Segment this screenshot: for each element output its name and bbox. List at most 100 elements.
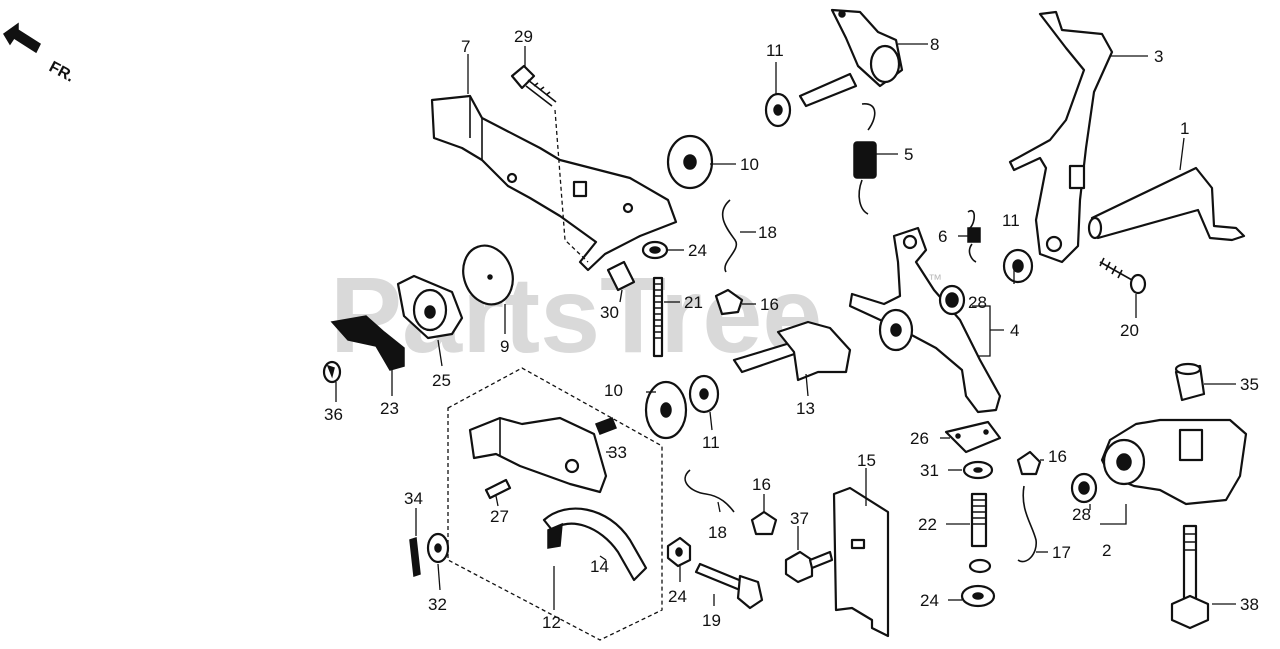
label-7: 7 bbox=[461, 37, 470, 56]
part-1-lever[interactable] bbox=[1087, 166, 1246, 242]
label-5: 5 bbox=[904, 145, 913, 164]
part-32-washer[interactable] bbox=[426, 532, 450, 564]
part-29-bolt[interactable] bbox=[510, 64, 557, 107]
label-16-right: 16 bbox=[1048, 447, 1067, 466]
label-2: 2 bbox=[1102, 541, 1111, 560]
part-18-clip-upper[interactable] bbox=[721, 199, 738, 273]
label-37: 37 bbox=[790, 509, 809, 528]
label-3: 3 bbox=[1154, 47, 1163, 66]
part-28-bushing-lower[interactable] bbox=[1070, 472, 1098, 504]
label-13: 13 bbox=[796, 399, 815, 418]
part-31-nut[interactable] bbox=[962, 460, 994, 480]
label-14: 14 bbox=[590, 557, 609, 576]
part-3-throttle-arm[interactable] bbox=[1008, 10, 1114, 264]
part-5-spring[interactable] bbox=[853, 103, 877, 215]
label-25: 25 bbox=[432, 371, 451, 390]
label-6: 6 bbox=[938, 227, 947, 246]
part-27-pin[interactable] bbox=[484, 478, 512, 500]
part-34-spring-pin[interactable] bbox=[409, 536, 421, 578]
label-32: 32 bbox=[428, 595, 447, 614]
part-10-washer-upper[interactable] bbox=[666, 134, 714, 190]
label-21: 21 bbox=[684, 293, 703, 312]
assembly-12-outline bbox=[447, 367, 663, 641]
part-37-bolt[interactable] bbox=[784, 550, 834, 584]
label-18-lower: 18 bbox=[708, 523, 727, 542]
part-17-clip[interactable] bbox=[1017, 485, 1037, 563]
part-24-nut-right[interactable] bbox=[960, 558, 996, 608]
part-13-shaft-arm[interactable] bbox=[732, 320, 852, 382]
part-20-screw[interactable] bbox=[1099, 257, 1147, 295]
part-36-clip[interactable] bbox=[322, 360, 342, 384]
label-27: 27 bbox=[490, 507, 509, 526]
label-26: 26 bbox=[910, 429, 929, 448]
label-12: 12 bbox=[542, 613, 561, 632]
label-36: 36 bbox=[324, 405, 343, 424]
label-4: 4 bbox=[1010, 321, 1019, 340]
label-28-lower: 28 bbox=[1072, 505, 1091, 524]
label-29: 29 bbox=[514, 27, 533, 46]
part-21-rod[interactable] bbox=[652, 276, 664, 358]
label-20: 20 bbox=[1120, 321, 1139, 340]
leader-lines bbox=[335, 43, 1236, 610]
label-38: 38 bbox=[1240, 595, 1259, 614]
label-1: 1 bbox=[1180, 119, 1189, 138]
label-11-right: 11 bbox=[1002, 211, 1020, 230]
part-30-collar[interactable] bbox=[606, 260, 636, 292]
label-24-right: 24 bbox=[920, 591, 939, 610]
label-16-middle: 16 bbox=[752, 475, 771, 494]
label-34: 34 bbox=[404, 489, 423, 508]
part-38-bolt[interactable] bbox=[1170, 524, 1210, 630]
part-15-plate[interactable] bbox=[832, 486, 890, 638]
label-15: 15 bbox=[857, 451, 876, 470]
part-35-bushing[interactable] bbox=[1174, 362, 1206, 402]
part-16-collar-right[interactable] bbox=[1016, 450, 1042, 476]
label-11-lower: 11 bbox=[702, 433, 720, 452]
label-33: 33 bbox=[608, 443, 627, 462]
part-12-lever-assembly[interactable] bbox=[468, 416, 608, 494]
part-14-shoe[interactable] bbox=[542, 507, 648, 582]
part-16-collar-upper[interactable] bbox=[714, 288, 744, 316]
part-19-bolt[interactable] bbox=[694, 562, 764, 610]
part-18-clip-lower[interactable] bbox=[684, 469, 735, 513]
part-24-nut-upper[interactable] bbox=[641, 240, 669, 260]
label-22: 22 bbox=[918, 515, 937, 534]
trademark-mark: ™ bbox=[928, 271, 942, 287]
label-10-lower: 10 bbox=[604, 381, 623, 400]
part-6-spring[interactable] bbox=[967, 209, 981, 263]
label-24-lower: 24 bbox=[668, 587, 687, 606]
part-25-lever-assembly[interactable] bbox=[396, 274, 464, 340]
label-30: 30 bbox=[600, 303, 619, 322]
part-11-washer-top[interactable] bbox=[764, 92, 792, 128]
label-19: 19 bbox=[702, 611, 721, 630]
label-24-upper: 24 bbox=[688, 241, 707, 260]
label-23: 23 bbox=[380, 399, 399, 418]
part-11-washer-right[interactable] bbox=[1002, 248, 1034, 284]
part-22-stud[interactable] bbox=[970, 492, 988, 548]
part-number-labels: 1 2 3 4 5 6 7 8 9 10 10 11 11 11 12 13 1… bbox=[324, 27, 1259, 632]
label-18-upper: 18 bbox=[758, 223, 777, 242]
part-8-lever-shaft[interactable] bbox=[798, 8, 904, 108]
part-4-governor-bracket[interactable] bbox=[848, 226, 1002, 414]
part-26-plate[interactable] bbox=[944, 420, 1002, 454]
label-28-upper: 28 bbox=[968, 293, 987, 312]
part-9-disc[interactable] bbox=[455, 239, 521, 312]
part-7-control-base[interactable] bbox=[430, 94, 678, 272]
label-11-top: 11 bbox=[766, 41, 784, 60]
part-10-washer-lower[interactable] bbox=[644, 380, 688, 440]
label-9: 9 bbox=[500, 337, 509, 356]
front-direction-label: FR. bbox=[46, 59, 77, 86]
label-31: 31 bbox=[920, 461, 939, 480]
part-16-collar-middle[interactable] bbox=[750, 510, 778, 536]
label-8: 8 bbox=[930, 35, 939, 54]
label-35: 35 bbox=[1240, 375, 1259, 394]
label-16-upper: 16 bbox=[760, 295, 779, 314]
part-2-governor-arm[interactable] bbox=[1100, 418, 1248, 506]
part-24-nut-lower[interactable] bbox=[666, 536, 692, 568]
part-33-spring[interactable] bbox=[595, 417, 617, 435]
part-28-bushing-upper[interactable] bbox=[938, 284, 966, 316]
part-11-washer-lower[interactable] bbox=[688, 374, 720, 414]
label-17: 17 bbox=[1052, 543, 1071, 562]
part-23-knob[interactable] bbox=[330, 315, 405, 371]
